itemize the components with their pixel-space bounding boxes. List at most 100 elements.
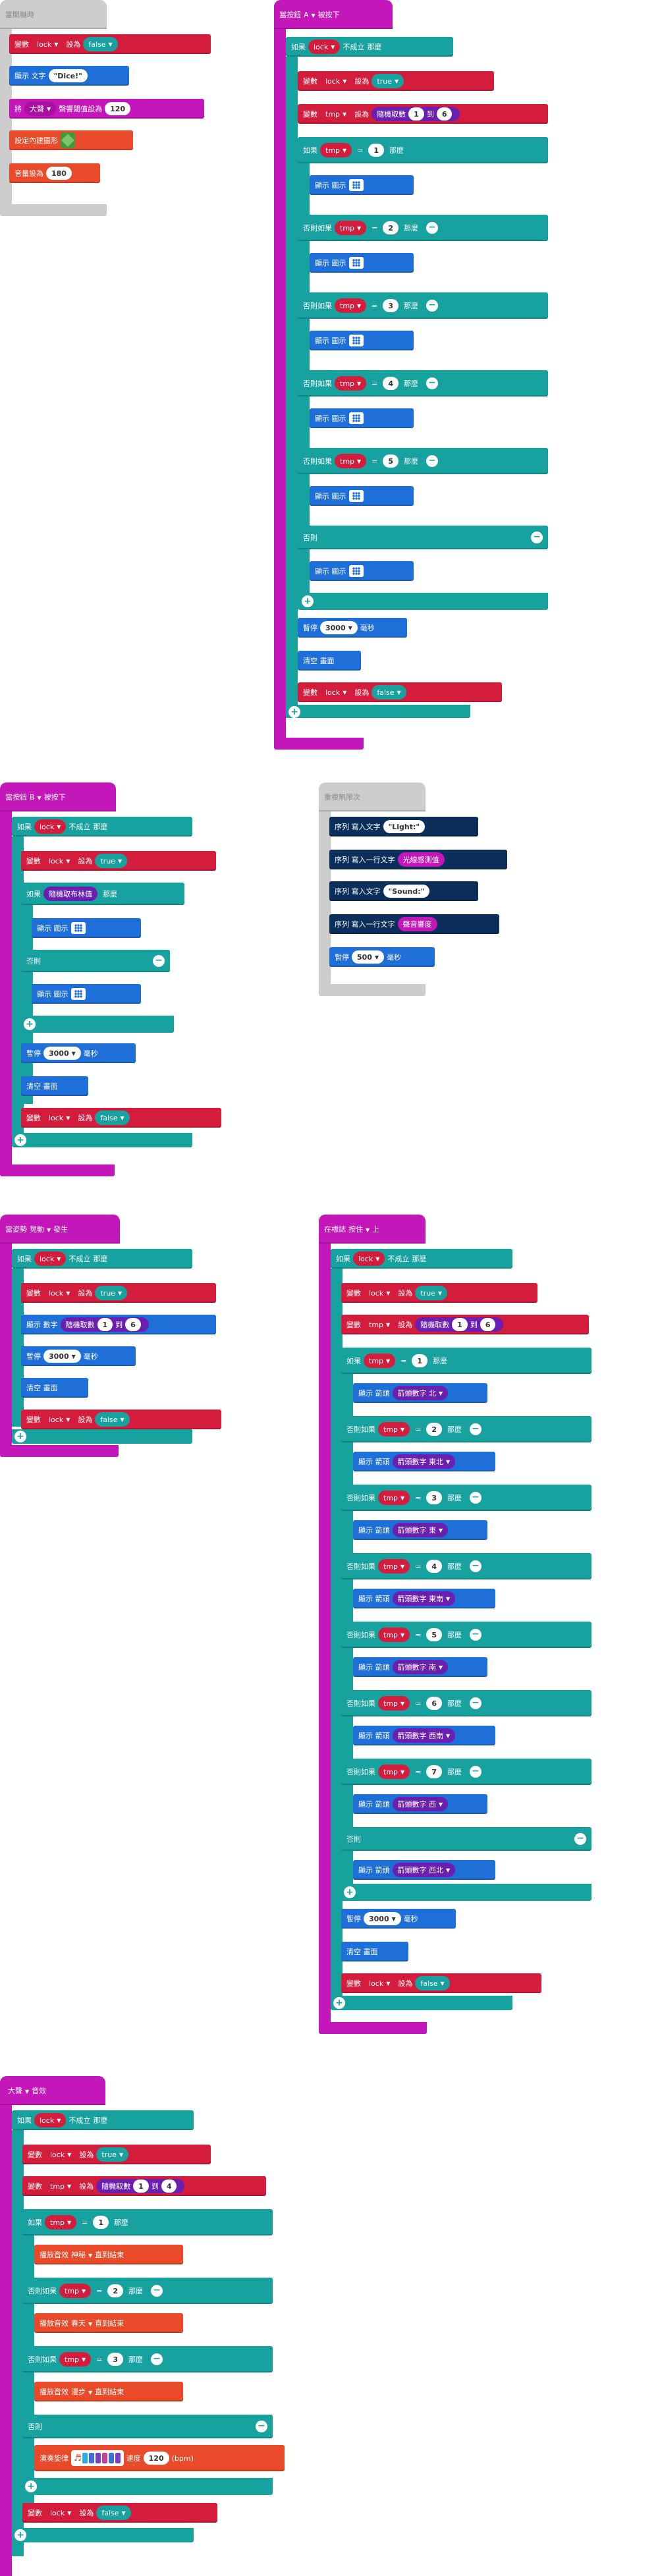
number-input[interactable]: 1	[93, 2216, 109, 2229]
pause-block[interactable]: 暫停 3000▼ 毫秒	[21, 1043, 136, 1063]
var-lock-dropdown[interactable]: lock▼	[364, 1286, 396, 1300]
elseif-tmp-eq-2-block[interactable]: 否則如果 tmp▼ = 2 那麼 −	[341, 1416, 591, 1442]
set-lock-true-block[interactable]: 變數 lock▼ 設為 true▼	[341, 1283, 537, 1303]
icon-picker[interactable]	[348, 490, 364, 502]
set-lock-false-block[interactable]: 變數 lock▼ 設為 false▼	[341, 1973, 541, 1993]
plus-icon[interactable]: +	[333, 1997, 345, 2009]
arrow-number-dropdown[interactable]: 箭頭數字 西南▼	[392, 1728, 456, 1743]
var-lock-dropdown[interactable]: lock▼	[43, 1110, 76, 1125]
var-tmp-dropdown[interactable]: tmp▼	[378, 1628, 410, 1642]
loud-dropdown[interactable]: 大聲▼	[24, 101, 57, 116]
plus-icon[interactable]: +	[14, 1431, 26, 1442]
bool-false-dropdown[interactable]: false▼	[95, 1412, 130, 1427]
text-input[interactable]: "Dice!"	[48, 69, 88, 82]
arrow-number-dropdown[interactable]: 箭頭數字 東▼	[392, 1523, 449, 1537]
minus-icon[interactable]: −	[470, 1492, 482, 1504]
clear-screen-block[interactable]: 清空 畫面	[298, 651, 361, 671]
button-dropdown[interactable]: B▼	[30, 793, 41, 802]
elseif-tmp-eq-3-block[interactable]: 否則如果 tmp▼ = 3 那麼 −	[22, 2346, 273, 2372]
show-arrow-block[interactable]: 顯示 箭頭箭頭數字 東南▼	[353, 1589, 495, 1608]
else-block[interactable]: 否則 −	[22, 2415, 273, 2438]
icon-picker[interactable]	[348, 257, 364, 269]
pause-block[interactable]: 暫停 3000▼ 毫秒	[298, 618, 407, 638]
play-melody-block[interactable]: 演奏旋律 ♬ 速度 120 (bpm)	[34, 2445, 285, 2471]
sound-effect-dropdown[interactable]: 春天▼	[71, 2318, 92, 2328]
minus-icon[interactable]: −	[470, 1766, 482, 1778]
var-lock-dropdown[interactable]: lock▼	[308, 40, 341, 54]
var-lock-dropdown[interactable]: lock▼	[34, 2113, 67, 2127]
button-b-hat[interactable]: 當按鈕 B▼ 被按下	[0, 782, 116, 811]
var-lock-dropdown[interactable]: lock▼	[45, 2506, 77, 2520]
pause-input[interactable]: 500▼	[352, 950, 385, 964]
minus-icon[interactable]: −	[426, 222, 439, 234]
var-lock-dropdown[interactable]: lock▼	[353, 1251, 385, 1266]
if-not-lock-block[interactable]: 如果 lock▼ 不成立 那麼	[12, 2110, 194, 2130]
minus-icon[interactable]: −	[470, 1629, 482, 1641]
random-boolean-reporter[interactable]: 隨機取布林值	[43, 887, 97, 901]
number-input[interactable]: 5	[426, 1628, 443, 1641]
minus-icon[interactable]: −	[470, 1697, 482, 1709]
minus-icon[interactable]: −	[426, 300, 439, 312]
set-lock-true-block[interactable]: 變數 lock▼ 設為 true▼	[21, 1283, 216, 1303]
icon-picker[interactable]	[348, 412, 364, 424]
set-sound-threshold-block[interactable]: 將 大聲▼ 聲響閾值設為 120	[9, 99, 204, 119]
set-volume-block[interactable]: 音量設為 180	[9, 163, 100, 183]
plus-icon[interactable]: +	[14, 1134, 26, 1146]
show-icon-block[interactable]: 顯示 圖示	[32, 918, 141, 938]
pause-block[interactable]: 暫停 3000▼ 毫秒	[21, 1346, 136, 1366]
bool-true-dropdown[interactable]: true▼	[371, 74, 404, 88]
bool-false-dropdown[interactable]: false▼	[415, 1976, 450, 1990]
pause-input[interactable]: 3000▼	[364, 1912, 401, 1925]
sound-effect-dropdown[interactable]: 神秘▼	[71, 2249, 92, 2260]
var-tmp-dropdown[interactable]: tmp▼	[59, 2352, 92, 2367]
number-input[interactable]: 6	[426, 1697, 443, 1710]
sound-effect-dropdown[interactable]: 漫步▼	[71, 2386, 92, 2397]
minus-icon[interactable]: −	[151, 2285, 163, 2297]
elseif-tmp-eq-7-block[interactable]: 否則如果 tmp▼ = 7 那麼 −	[341, 1759, 591, 1785]
serial-write-line-block[interactable]: 序列 寫入一行文字 光線感測值	[329, 850, 507, 869]
elseif-tmp-eq-4-block[interactable]: 否則如果 tmp▼ = 4 那麼 −	[298, 370, 548, 397]
random-max-input[interactable]: 6	[436, 107, 453, 121]
bool-false-dropdown[interactable]: false▼	[83, 37, 118, 51]
arrow-number-dropdown[interactable]: 箭頭數字 東北▼	[392, 1454, 456, 1469]
var-lock-dropdown[interactable]: lock▼	[43, 1412, 76, 1427]
number-input[interactable]: 2	[107, 2284, 124, 2297]
var-tmp-dropdown[interactable]: tmp▼	[45, 2179, 77, 2193]
set-lock-false-block[interactable]: 變數 lock▼ 設為 false▼	[298, 682, 502, 702]
number-input[interactable]: 2	[426, 1423, 443, 1436]
set-builtin-icon-block[interactable]: 設定內建圖形	[9, 130, 133, 150]
pause-input[interactable]: 3000▼	[320, 621, 358, 634]
serial-write-line-block[interactable]: 序列 寫入一行文字 聲音響度	[329, 914, 499, 934]
plus-icon[interactable]: +	[25, 2480, 37, 2492]
set-lock-true-block[interactable]: 變數 lock▼ 設為 true▼	[21, 851, 216, 871]
random-max-input[interactable]: 4	[161, 2179, 177, 2193]
arrow-number-dropdown[interactable]: 箭頭數字 東南▼	[392, 1591, 456, 1606]
minus-icon[interactable]: −	[153, 955, 165, 967]
bpm-input[interactable]: 120	[143, 2452, 169, 2465]
number-input[interactable]: 4	[383, 377, 399, 390]
plus-icon[interactable]: +	[302, 595, 314, 607]
minus-icon[interactable]: −	[574, 1833, 586, 1845]
number-input[interactable]: 2	[383, 221, 399, 234]
show-icon-block[interactable]: 顯示 圖示	[310, 561, 414, 581]
random-min-input[interactable]: 1	[133, 2179, 149, 2193]
show-arrow-block[interactable]: 顯示 箭頭箭頭數字 北▼	[353, 1383, 487, 1403]
minus-icon[interactable]: −	[256, 2421, 267, 2432]
number-input[interactable]: 7	[426, 1765, 443, 1778]
var-lock-dropdown[interactable]: lock▼	[320, 74, 352, 88]
button-a-hat[interactable]: 當按鈕 A▼ 被按下	[274, 0, 393, 29]
elseif-tmp-eq-5-block[interactable]: 否則如果 tmp▼ = 5 那麼 −	[298, 448, 548, 474]
text-input[interactable]: "Sound:"	[383, 885, 430, 898]
var-tmp-dropdown[interactable]: tmp▼	[378, 1696, 410, 1711]
var-lock-dropdown[interactable]: lock▼	[43, 854, 76, 868]
var-lock-dropdown[interactable]: lock▼	[43, 1286, 76, 1300]
threshold-input[interactable]: 120	[105, 102, 131, 115]
random-min-input[interactable]: 1	[408, 107, 424, 121]
bool-true-dropdown[interactable]: true▼	[95, 854, 128, 868]
number-input[interactable]: 1	[412, 1354, 428, 1367]
number-input[interactable]: 3	[426, 1491, 443, 1504]
gesture-hat[interactable]: 當姿勢 晃動▼ 發生	[0, 1215, 120, 1244]
plus-icon[interactable]: +	[344, 1886, 356, 1898]
bool-true-dropdown[interactable]: true▼	[96, 2147, 129, 2162]
